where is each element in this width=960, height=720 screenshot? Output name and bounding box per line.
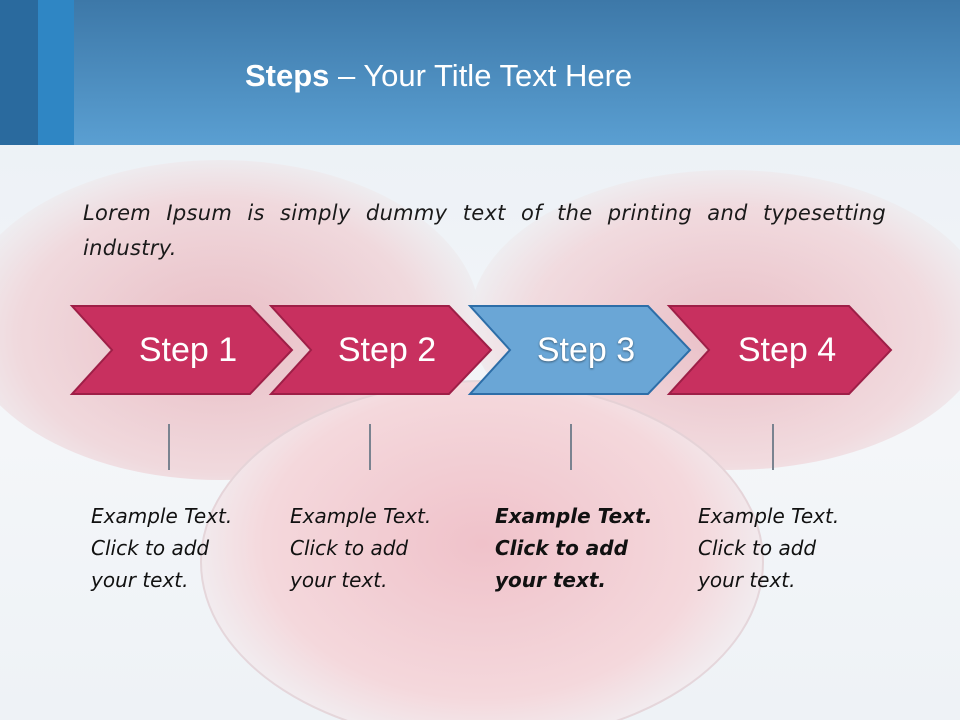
step-2-connector [369, 424, 371, 470]
note-line: Example Text. [698, 504, 840, 528]
note-line: your text. [91, 568, 189, 592]
title-rest: – Your Title Text Here [329, 58, 633, 93]
step-3-label: Step 3 [536, 331, 636, 369]
step-1-arrow[interactable] [69, 305, 294, 395]
step-2-note[interactable]: Example Text. Click to add your text. [290, 500, 470, 596]
note-line: your text. [495, 568, 607, 592]
note-line: Click to add [495, 536, 628, 560]
page-title: Steps – Your Title Text Here [245, 54, 632, 98]
intro-text: Lorem Ipsum is simply dummy text of the … [83, 201, 886, 260]
step-4-label: Step 4 [737, 331, 837, 369]
step-4-arrow[interactable] [666, 305, 893, 395]
note-line: your text. [698, 568, 796, 592]
header-accent-strip [0, 0, 38, 145]
step-3-arrow[interactable] [467, 305, 692, 395]
note-line: Click to add [290, 536, 409, 560]
title-bold: Steps [245, 58, 330, 93]
step-3-connector [570, 424, 572, 470]
note-line: Example Text. [495, 504, 653, 528]
step-1-connector [168, 424, 170, 470]
step-2-arrow[interactable] [268, 305, 493, 395]
step-arrows [69, 305, 893, 395]
step-1-note[interactable]: Example Text. Click to add your text. [91, 500, 271, 596]
note-line: your text. [290, 568, 388, 592]
header-bar: Steps – Your Title Text Here [0, 0, 960, 145]
note-line: Example Text. [290, 504, 432, 528]
step-4-note[interactable]: Example Text. Click to add your text. [698, 500, 878, 596]
header-accent-strip-2 [38, 0, 74, 145]
petri-dish-center [200, 380, 764, 720]
step-3-note[interactable]: Example Text. Click to add your text. [495, 500, 675, 596]
note-line: Example Text. [91, 504, 233, 528]
step-1-label: Step 1 [138, 331, 238, 369]
step-4-connector [772, 424, 774, 470]
note-line: Click to add [698, 536, 817, 560]
steps-row: Step 1 Step 2 Step 3 Step 4 [0, 300, 960, 400]
note-line: Click to add [91, 536, 210, 560]
step-2-label: Step 2 [337, 331, 437, 369]
